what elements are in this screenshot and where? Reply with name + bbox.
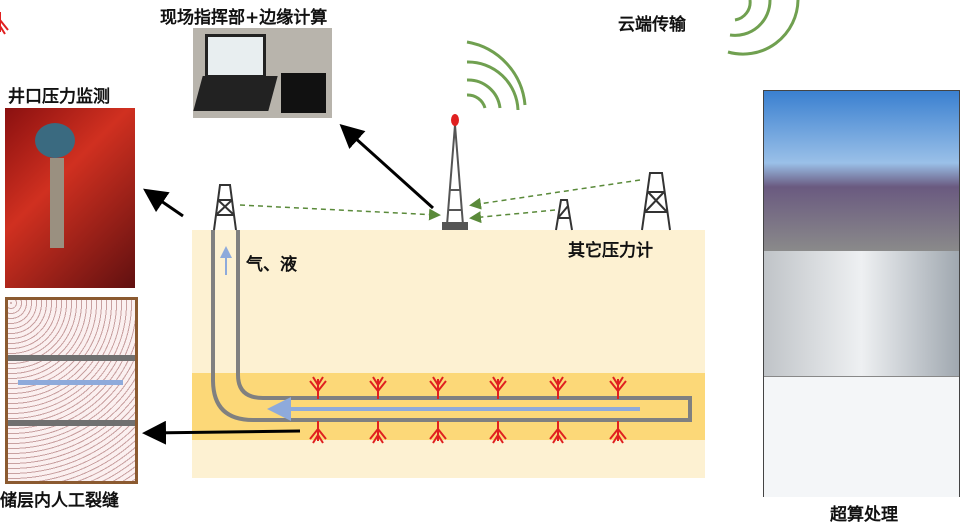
fractures [0, 12, 627, 444]
command-post-photo [193, 28, 332, 118]
campus-gate-photo [764, 91, 959, 251]
arrows [142, 123, 435, 445]
data-links [239, 179, 641, 224]
supercomputing-photos [763, 90, 960, 497]
server-room-photo [764, 251, 959, 376]
wellhead-label: 井口压力监测 [8, 87, 110, 107]
derrick-right [641, 172, 671, 231]
command-post-label: 现场指挥部+边缘计算 [160, 8, 328, 28]
simulation-software-screenshot [764, 376, 959, 497]
cloud-signal-icon [727, 0, 800, 56]
derrick-small [555, 199, 573, 231]
other-gauges-label: 其它压力计 [568, 241, 653, 261]
derrick-main [213, 184, 237, 231]
fractures-label: 储层内人工裂缝 [0, 491, 119, 511]
wellhead-photo [5, 108, 135, 288]
signal-tower [442, 114, 468, 230]
flow-label: 气、液 [246, 255, 297, 275]
cloud-label: 云端传输 [618, 15, 686, 35]
supercomputing-label: 超算处理 [830, 505, 898, 525]
fracture-schematic [5, 297, 138, 484]
wifi-signal-icon [466, 40, 527, 111]
wellbore [211, 230, 692, 422]
